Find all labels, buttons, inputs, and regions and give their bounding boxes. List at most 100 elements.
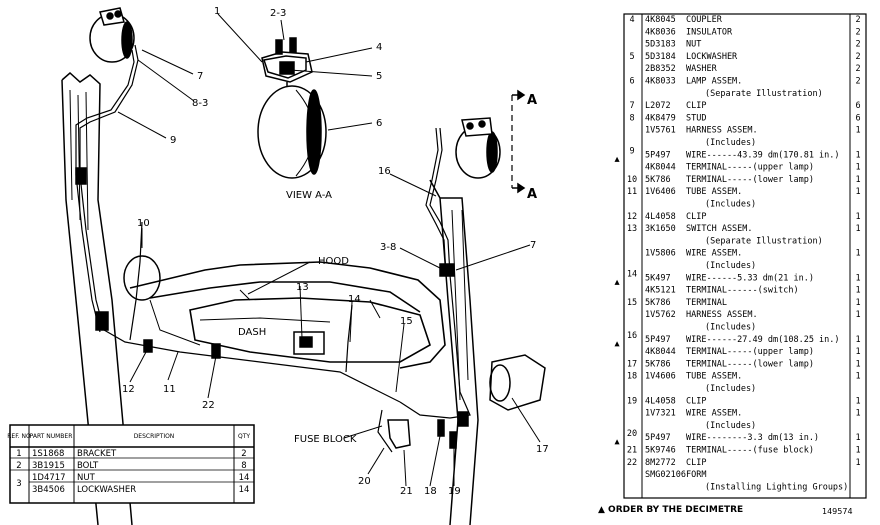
callout-11: 11 bbox=[163, 384, 176, 395]
small-table-qty: 2 bbox=[241, 449, 246, 459]
parts-qty: 1 bbox=[855, 150, 860, 160]
parts-qty: 1 bbox=[855, 433, 860, 443]
parts-part-number: 1V5806 bbox=[645, 249, 676, 259]
parts-qty: 1 bbox=[855, 409, 860, 419]
parts-description: WIRE------5.33 dm(21 in.) bbox=[686, 273, 814, 283]
fuse-block-label: FUSE BLOCK bbox=[294, 434, 357, 445]
callout-2-3: 2-3 bbox=[270, 8, 286, 19]
parts-qty: 1 bbox=[855, 224, 860, 234]
section-a-bottom: A bbox=[527, 187, 537, 202]
parts-part-number: 1V4606 bbox=[645, 372, 676, 382]
dash-label: DASH bbox=[238, 327, 266, 338]
left-harness-wire bbox=[79, 44, 401, 403]
leader-lines bbox=[117, 13, 541, 487]
parts-ref: 6 bbox=[629, 77, 634, 87]
parts-description: TERMINAL-----(upper lamp) bbox=[686, 347, 814, 357]
right-lamp bbox=[455, 117, 501, 179]
parts-description: WASHER bbox=[686, 64, 718, 74]
callout-6: 6 bbox=[376, 118, 382, 129]
parts-description: INSULATOR bbox=[686, 27, 733, 37]
parts-qty: 1 bbox=[855, 310, 860, 320]
right-harness-wire bbox=[399, 127, 471, 419]
parts-qty: 1 bbox=[855, 347, 860, 357]
parts-qty: 1 bbox=[855, 396, 860, 406]
fuse-block bbox=[387, 419, 411, 449]
parts-qty: 1 bbox=[855, 273, 860, 283]
parts-part-number: 5P497 bbox=[645, 150, 671, 160]
parts-part-number: 5K9746 bbox=[645, 446, 676, 456]
order-mark: ▲ bbox=[614, 154, 620, 164]
parts-part-number: 4K5121 bbox=[645, 286, 676, 296]
parts-description: CLIP bbox=[686, 396, 706, 406]
callout-22: 22 bbox=[202, 400, 215, 411]
parts-description: (Includes) bbox=[705, 384, 756, 394]
parts-ref: 22 bbox=[627, 458, 637, 468]
parts-part-number: 5K786 bbox=[645, 298, 671, 308]
parts-part-number: 8M2772 bbox=[645, 458, 676, 468]
parts-ref: 19 bbox=[627, 396, 637, 406]
parts-part-number: 4L4058 bbox=[645, 212, 676, 222]
parts-description: WIRE ASSEM. bbox=[686, 249, 742, 259]
parts-description: WIRE------27.49 dm(108.25 in.) bbox=[686, 335, 840, 345]
parts-description: HARNESS ASSEM. bbox=[686, 310, 758, 320]
parts-description: SWITCH ASSEM. bbox=[686, 224, 753, 234]
parts-description: (Separate Illustration) bbox=[705, 236, 823, 246]
parts-ref: 15 bbox=[627, 298, 637, 308]
parts-part-number: 3K1650 bbox=[645, 224, 676, 234]
parts-description: TERMINAL-----(fuse block) bbox=[686, 446, 814, 456]
parts-description: COUPLER bbox=[686, 15, 723, 25]
parts-part-number: 1V7321 bbox=[645, 409, 676, 419]
callout-9: 9 bbox=[170, 135, 176, 146]
parts-description: CLIP bbox=[686, 212, 706, 222]
callout-19: 19 bbox=[448, 486, 461, 497]
parts-ref: 9 bbox=[629, 146, 634, 156]
parts-qty: 1 bbox=[855, 335, 860, 345]
parts-part-number: 4K8036 bbox=[645, 27, 676, 37]
section-a-top: A bbox=[527, 93, 537, 108]
small-table-qty: 14 bbox=[239, 473, 250, 483]
parts-part-number: 2B8352 bbox=[645, 64, 676, 74]
left-post-shading bbox=[69, 89, 89, 231]
parts-qty: 1 bbox=[855, 187, 860, 197]
parts-part-number: 5K786 bbox=[645, 359, 671, 369]
parts-description: (Includes) bbox=[705, 323, 756, 333]
parts-qty: 2 bbox=[855, 40, 860, 50]
parts-description: STUD bbox=[686, 113, 706, 123]
callout-7b: 7 bbox=[530, 240, 536, 251]
parts-part-number: L2072 bbox=[645, 101, 671, 111]
parts-qty: 1 bbox=[855, 249, 860, 259]
right-tank bbox=[489, 354, 546, 411]
small-table-ref: 1 bbox=[16, 449, 21, 459]
parts-description: TERMINAL-----(lower lamp) bbox=[686, 359, 814, 369]
small-table-header-ref: REF. NO bbox=[7, 433, 31, 440]
parts-description: TERMINAL bbox=[686, 298, 727, 308]
parts-qty: 1 bbox=[855, 458, 860, 468]
parts-description: TUBE ASSEM. bbox=[686, 187, 742, 197]
parts-description: LAMP ASSEM. bbox=[686, 77, 742, 87]
parts-description: NUT bbox=[686, 40, 701, 50]
small-table-header-part: PART NUMBER bbox=[30, 433, 73, 440]
parts-ref: 20 bbox=[627, 429, 637, 439]
small-table-part-number: 1D4717 bbox=[32, 473, 66, 483]
order-mark: ▲ bbox=[614, 437, 620, 447]
parts-ref: 4 bbox=[629, 15, 634, 25]
view-a-a-detail bbox=[257, 37, 327, 179]
parts-qty: 2 bbox=[855, 52, 860, 62]
dash-body bbox=[189, 297, 431, 363]
parts-part-number: 4K8033 bbox=[645, 77, 676, 87]
parts-ref: 11 bbox=[627, 187, 637, 197]
small-table-description: BRACKET bbox=[77, 449, 117, 459]
parts-ref: 8 bbox=[629, 113, 634, 123]
callouts: 1 2-3 4 5 6 7 8-3 9 10 11 12 13 14 15 16… bbox=[122, 6, 549, 497]
illustration bbox=[61, 7, 546, 525]
small-table-qty: 14 bbox=[239, 485, 250, 495]
parts-part-number: 5K497 bbox=[645, 273, 671, 283]
callout-1: 1 bbox=[214, 6, 220, 17]
parts-qty: 1 bbox=[855, 298, 860, 308]
small-table-ref: 2 bbox=[16, 461, 21, 471]
parts-part-number: 1V5761 bbox=[645, 126, 676, 136]
parts-part-number: 1V5762 bbox=[645, 310, 676, 320]
parts-qty: 1 bbox=[855, 359, 860, 369]
